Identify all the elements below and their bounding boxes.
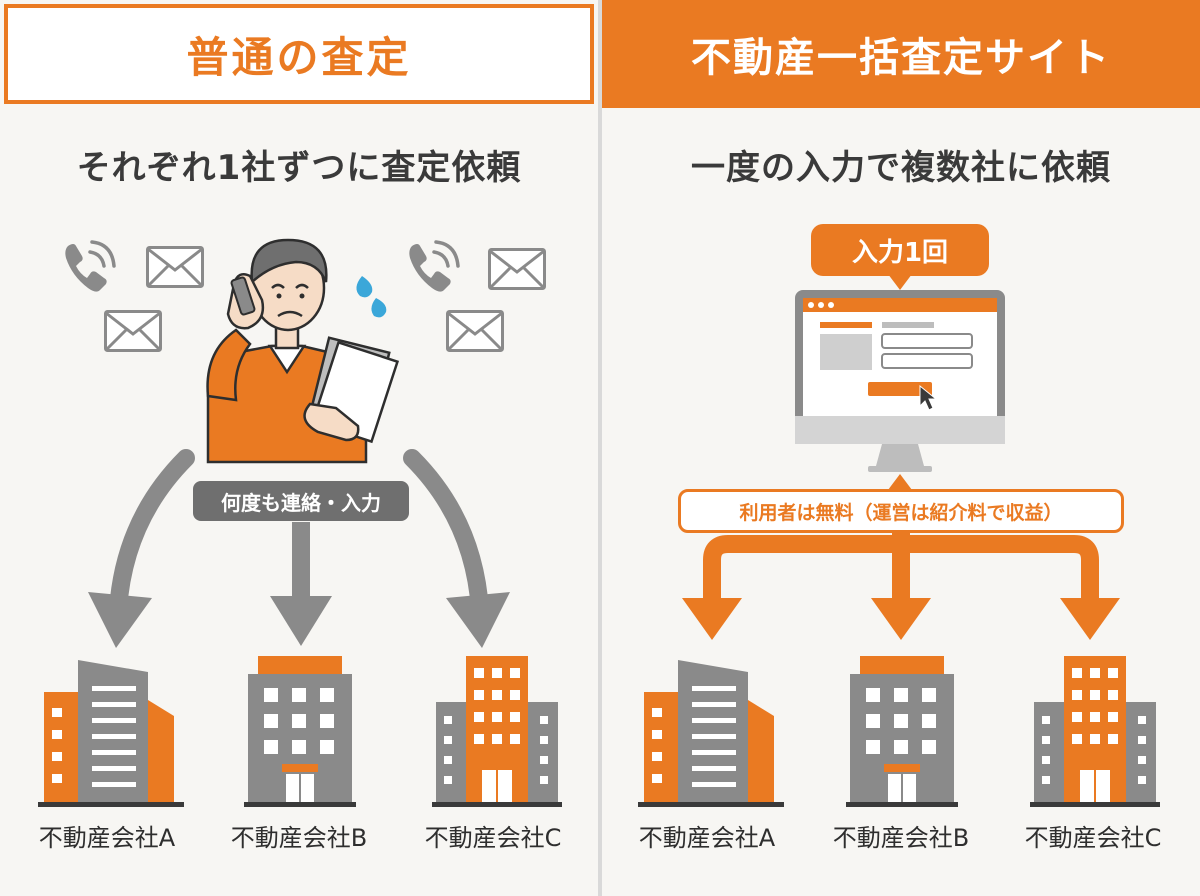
building-icon-b bbox=[846, 656, 958, 807]
monitor-icon bbox=[795, 290, 1005, 472]
left-illustration bbox=[38, 238, 562, 807]
envelope-icon bbox=[146, 246, 204, 288]
right-note-badge: 利用者は無料（運営は紹介料で収益） bbox=[678, 489, 1124, 533]
envelope-icon bbox=[488, 248, 546, 290]
panel-divider bbox=[598, 0, 602, 896]
right-company-b-label: 不動産会社B bbox=[832, 824, 970, 852]
cursor-icon bbox=[919, 384, 938, 411]
building-icon-a bbox=[638, 660, 784, 807]
person-icon bbox=[206, 238, 400, 464]
building-icon-c bbox=[1030, 656, 1160, 807]
phone-icon bbox=[407, 240, 460, 294]
right-panel-bulk-appraisal: 不動産一括査定サイト 一度の入力で複数社に依頼 bbox=[602, 0, 1200, 896]
right-company-c-label: 不動産会社C bbox=[1024, 824, 1162, 852]
left-panel-normal-appraisal: 普通の査定 それぞれ1社ずつに査定依頼 bbox=[0, 0, 598, 896]
left-company-c-label: 不動産会社C bbox=[424, 824, 562, 852]
right-company-a-label: 不動産会社A bbox=[638, 824, 776, 852]
arrow-to-company-b bbox=[270, 522, 332, 646]
building-icon-b bbox=[244, 656, 356, 807]
envelope-icon bbox=[446, 310, 504, 352]
right-subheading: 一度の入力で複数社に依頼 bbox=[691, 148, 1111, 188]
left-header: 普通の査定 bbox=[4, 4, 594, 104]
distribution-arrows bbox=[682, 532, 1120, 640]
phone-icon bbox=[63, 240, 116, 294]
building-icon-c bbox=[432, 656, 562, 807]
building-icon-a bbox=[38, 660, 184, 807]
right-illustration bbox=[638, 274, 1160, 807]
right-header: 不動産一括査定サイト bbox=[602, 0, 1200, 108]
left-company-b-label: 不動産会社B bbox=[230, 824, 368, 852]
arrow-to-company-a bbox=[88, 449, 195, 648]
right-input-once-bubble: 入力1回 bbox=[811, 224, 989, 276]
left-subheading: それぞれ1社ずつに査定依頼 bbox=[76, 148, 522, 188]
left-note-badge: 何度も連絡・入力 bbox=[193, 481, 409, 521]
arrow-to-company-c bbox=[403, 449, 510, 648]
envelope-icon bbox=[104, 310, 162, 352]
left-company-a-label: 不動産会社A bbox=[38, 824, 176, 852]
